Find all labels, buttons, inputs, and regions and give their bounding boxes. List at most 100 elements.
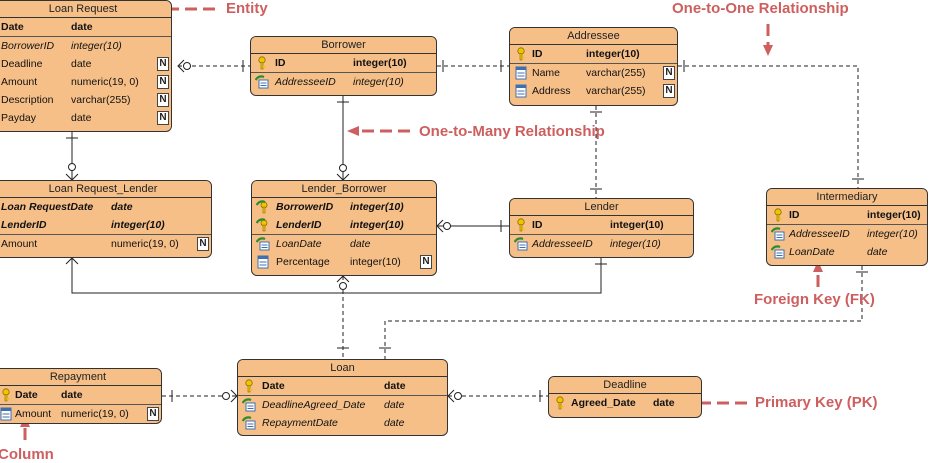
entity-title: Lender xyxy=(510,199,693,216)
foreign-key-icon xyxy=(771,245,785,259)
column-row[interactable]: Payday date N xyxy=(0,109,171,127)
column-row[interactable]: AddresseeID integer(10) xyxy=(251,73,436,91)
column-type: numeric(19, 0) xyxy=(71,76,139,88)
column-type: varchar(255) xyxy=(586,67,646,79)
entity-lender-borrower[interactable]: Lender_Borrower BorrowerID integer(10) L… xyxy=(251,180,437,276)
column-type: numeric(19, 0) xyxy=(111,238,179,250)
entity-title: Addressee xyxy=(510,28,677,45)
entity-intermediary[interactable]: Intermediary ID integer(10) AddresseeID … xyxy=(766,188,928,266)
column-row[interactable]: AddresseeID integer(10) xyxy=(510,235,693,253)
callout-column: Column xyxy=(0,446,54,463)
callout-foreign-key: Foreign Key (FK) xyxy=(754,291,875,308)
column-name: AddresseeID xyxy=(532,238,593,250)
column-type: integer(10) xyxy=(71,40,122,52)
nullable-icon: N xyxy=(197,237,209,251)
column-row[interactable]: LoanDate date xyxy=(252,235,436,253)
entity-loan-request[interactable]: Loan Request Date date BorrowerID intege… xyxy=(0,0,172,132)
pk-row[interactable]: LenderID integer(10) xyxy=(0,216,211,235)
entity-loan[interactable]: Loan Date date DeadlineAgreed_Date date … xyxy=(237,359,448,436)
entity-deadline[interactable]: Deadline Agreed_Date date xyxy=(548,376,702,418)
column-type: date xyxy=(350,238,371,250)
column-row[interactable]: RepaymentDate date xyxy=(238,414,447,432)
column-type: integer(10) xyxy=(586,48,640,60)
pk-row[interactable]: ID integer(10) xyxy=(251,54,436,73)
column-name: Date xyxy=(15,389,38,401)
pk-row[interactable]: ID integer(10) xyxy=(510,216,693,235)
column-name: ID xyxy=(532,219,543,231)
entity-title: Repayment xyxy=(0,369,161,386)
pk-row[interactable]: Date date xyxy=(0,18,171,37)
nullable-icon: N xyxy=(157,75,169,89)
foreign-key-icon xyxy=(514,237,528,251)
entity-loan-request-lender[interactable]: Loan Request_Lender Loan RequestDate dat… xyxy=(0,180,212,258)
column-name: AddresseeID xyxy=(275,76,336,88)
key-icon xyxy=(517,218,525,232)
column-type: integer(10) xyxy=(353,76,404,88)
pk-row[interactable]: Date date xyxy=(238,377,447,396)
column-type: date xyxy=(653,397,675,409)
column-type: integer(10) xyxy=(610,219,664,231)
column-name: Name xyxy=(532,67,561,79)
column-name: Percentage xyxy=(276,256,330,268)
column-row[interactable]: BorrowerID integer(10) xyxy=(0,37,171,55)
column-name: ID xyxy=(275,57,286,69)
entity-lender[interactable]: Lender ID integer(10) AddresseeID intege… xyxy=(509,198,694,258)
pk-row[interactable]: LenderID integer(10) xyxy=(252,216,436,235)
column-name: LenderID xyxy=(1,219,47,231)
rel-lender-lrlender xyxy=(71,258,602,294)
primary-foreign-key-icon xyxy=(256,218,268,232)
nullable-icon: N xyxy=(420,255,432,269)
entity-title: Loan Request xyxy=(0,1,171,18)
pk-row[interactable]: ID integer(10) xyxy=(510,45,677,64)
column-row[interactable]: Deadline date N xyxy=(0,55,171,73)
column-name: Date xyxy=(262,380,285,392)
column-type: date xyxy=(111,201,133,213)
column-type: date xyxy=(71,21,93,33)
pk-row[interactable]: Date date xyxy=(0,386,161,405)
key-icon xyxy=(774,208,782,222)
column-row[interactable]: LoanDate date xyxy=(767,243,927,261)
key-icon xyxy=(245,379,253,393)
column-name: LenderID xyxy=(276,219,322,231)
column-type: date xyxy=(71,112,92,124)
column-icon xyxy=(515,84,527,98)
entity-borrower[interactable]: Borrower ID integer(10) AddresseeID inte… xyxy=(250,36,437,96)
column-type: date xyxy=(384,399,405,411)
column-row[interactable]: Amount numeric(19, 0) N xyxy=(0,405,161,423)
key-icon xyxy=(2,388,10,402)
pk-row[interactable]: Loan RequestDate date xyxy=(0,198,211,216)
pk-row[interactable]: ID integer(10) xyxy=(767,206,927,225)
column-row[interactable]: Amount numeric(19, 0) N xyxy=(0,73,171,91)
entity-title: Intermediary xyxy=(767,189,927,206)
column-row[interactable]: Description varchar(255) N xyxy=(0,91,171,109)
column-row[interactable]: DeadlineAgreed_Date date xyxy=(238,396,447,414)
column-name: Amount xyxy=(1,238,38,250)
nullable-icon: N xyxy=(157,111,169,125)
entity-repayment[interactable]: Repayment Date date Amount numeric(19, 0… xyxy=(0,368,162,424)
column-name: BorrowerID xyxy=(1,40,55,52)
entity-title: Borrower xyxy=(251,37,436,54)
column-name: Loan RequestDate xyxy=(1,201,94,213)
entity-title: Lender_Borrower xyxy=(252,181,436,198)
key-icon xyxy=(258,56,266,70)
column-row[interactable]: Amount numeric(19, 0) N xyxy=(0,235,211,253)
column-type: date xyxy=(71,58,92,70)
column-row[interactable]: Name varchar(255) N xyxy=(510,64,677,82)
column-type: varchar(255) xyxy=(586,85,646,97)
callout-one-to-one: One-to-One Relationship xyxy=(672,0,849,17)
column-type: varchar(255) xyxy=(71,94,131,106)
column-row[interactable]: Address varchar(255) N xyxy=(510,82,677,100)
pk-row[interactable]: Agreed_Date date xyxy=(549,394,701,412)
column-icon xyxy=(257,255,269,269)
nullable-icon: N xyxy=(663,84,675,98)
column-type: integer(10) xyxy=(610,238,661,250)
column-row[interactable]: Percentage integer(10) N xyxy=(252,253,436,271)
column-row[interactable]: AddresseeID integer(10) xyxy=(767,225,927,243)
column-name: Amount xyxy=(1,76,38,88)
pk-row[interactable]: BorrowerID integer(10) xyxy=(252,198,436,216)
entity-addressee[interactable]: Addressee ID integer(10) Name varchar(25… xyxy=(509,27,678,106)
column-name: LoanDate xyxy=(789,246,835,258)
column-icon xyxy=(0,407,12,421)
